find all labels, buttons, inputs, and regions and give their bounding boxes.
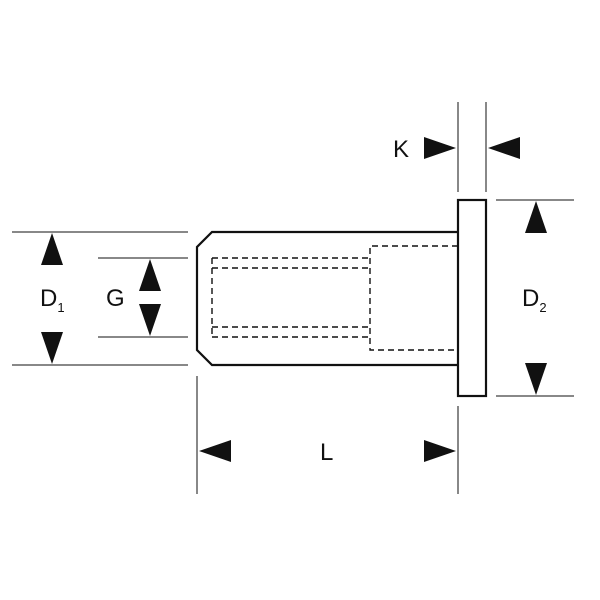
g-arrow-down [139,304,161,336]
counterbore-hidden-outline [369,245,458,351]
d2-arrow-down [525,363,547,395]
k-arrow-right [424,137,456,159]
d1-arrow-down [41,332,63,364]
g-arrow-up [139,259,161,291]
dimension-arrows [41,137,547,462]
d1-label: D1 [40,285,65,315]
d2-label: D2 [522,285,547,315]
k-label: K [393,136,409,163]
flange-head [456,198,488,398]
hidden-lines [211,245,458,351]
g-label: G [106,285,125,312]
extension-lines [12,102,574,494]
l-arrow-right [424,440,456,462]
l-arrow-left [199,440,231,462]
part-outline [195,198,488,398]
body-outline [195,230,458,367]
d1-arrow-up [41,233,63,265]
l-label: L [320,439,333,466]
d2-arrow-up [525,201,547,233]
k-arrow-left [488,137,520,159]
